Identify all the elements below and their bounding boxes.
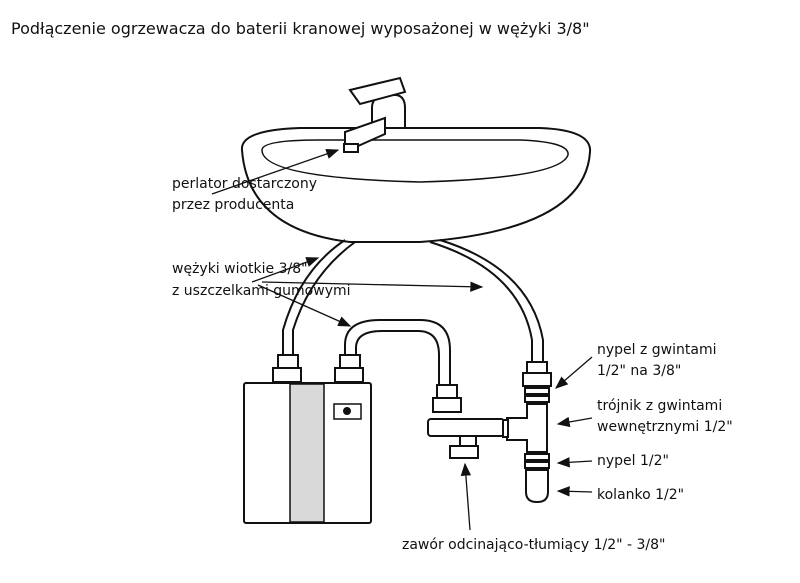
- flexible-hoses: [282, 239, 544, 386]
- label-aerator-line1: perlator dostarczony: [172, 176, 318, 192]
- shutoff-valve: [427, 384, 505, 459]
- label-nipple-reducer-line1: nypel z gwintami: [597, 342, 717, 358]
- faucet: [343, 76, 407, 153]
- fittings: [502, 361, 552, 504]
- diagram-title: Podłączenie ogrzewacza do baterii kranow…: [11, 19, 590, 38]
- label-valve: zawór odcinająco-tłumiący 1/2" - 3/8": [402, 537, 666, 553]
- label-elbow: kolanko 1/2": [597, 487, 685, 503]
- label-aerator-line2: przez producenta: [172, 197, 295, 213]
- label-tee-line2: wewnętrznymi 1/2": [597, 419, 733, 435]
- label-nipple: nypel 1/2": [597, 453, 669, 469]
- label-hoses-line1: wężyki wiotkie 3/8": [172, 261, 308, 277]
- label-hoses-line2: z uszczelkami gumowymi: [172, 283, 351, 299]
- label-tee-line1: trójnik z gwintami: [597, 398, 723, 414]
- pointer-arrows: [211, 148, 593, 531]
- label-nipple-reducer-line2: 1/2" na 3/8": [597, 363, 682, 379]
- water-heater: [243, 354, 372, 524]
